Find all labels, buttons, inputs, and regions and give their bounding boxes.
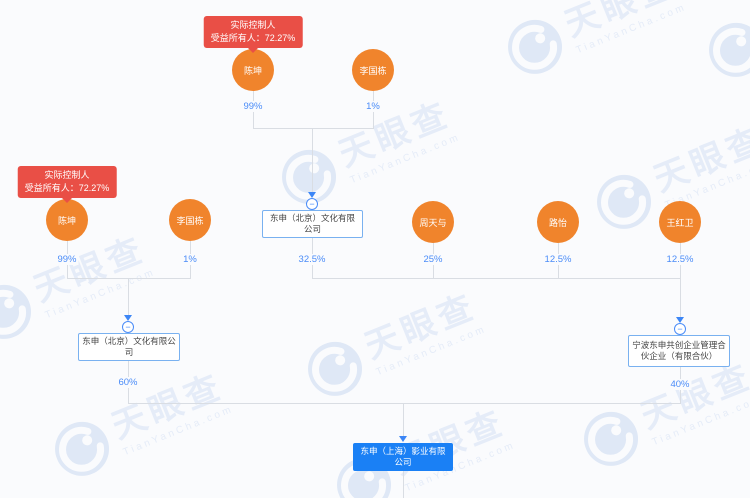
watermark-brand-text: 天眼查 xyxy=(648,119,750,199)
collapse-button[interactable]: − xyxy=(306,198,318,210)
share-label: 99% xyxy=(241,101,265,112)
watermark-brand-text: 天眼查 xyxy=(333,94,457,174)
share-label: 40% xyxy=(668,379,692,390)
connector-line xyxy=(128,403,681,404)
company-node-dongshen-beijing-2[interactable]: 东申（北京）文化有限公司 xyxy=(78,333,180,361)
arrow-down-icon xyxy=(676,317,684,323)
share-label: 99% xyxy=(55,254,79,265)
company-node-dongshen-beijing[interactable]: 东申（北京）文化有限公司 xyxy=(262,210,363,238)
collapse-button[interactable]: − xyxy=(122,321,134,333)
connector-line xyxy=(680,278,681,318)
tianyancha-logo-icon xyxy=(0,284,32,339)
person-node[interactable]: 陈坤 xyxy=(232,49,274,91)
person-name: 李国栋 xyxy=(359,65,387,76)
connector-line xyxy=(312,278,681,279)
watermark-brand-text: 天眼查 xyxy=(635,356,750,436)
collapse-button[interactable]: − xyxy=(674,323,686,335)
person-name: 王红卫 xyxy=(666,217,694,228)
watermark-brand-text: 天眼查 xyxy=(559,0,683,44)
tianyancha-logo-icon xyxy=(584,411,639,466)
person-node[interactable]: 周天与 xyxy=(412,201,454,243)
watermark-domain-text: TianYanCha.com xyxy=(43,266,158,321)
connector-line xyxy=(253,128,374,129)
person-node[interactable]: 王红卫 xyxy=(659,201,701,243)
company-node-dongshen-shanghai-target[interactable]: 东申（上海）影业有限公司 xyxy=(353,443,453,471)
share-label: 12.5% xyxy=(542,254,574,265)
watermark-domain-text: TianYanCha.com xyxy=(574,1,689,56)
tianyancha-logo-icon xyxy=(597,174,652,229)
actual-controller-badge: 实际控制人 受益所有人：72.27% xyxy=(17,166,117,198)
arrow-down-icon xyxy=(399,436,407,442)
person-node[interactable]: 李国栋 xyxy=(352,49,394,91)
badge-line1: 实际控制人 xyxy=(230,20,276,30)
share-label: 12.5% xyxy=(664,254,696,265)
person-name: 陈坤 xyxy=(243,65,262,76)
share-label: 25% xyxy=(421,254,445,265)
tianyancha-logo-icon xyxy=(308,341,363,396)
connector-line xyxy=(403,471,404,498)
badge-line1: 实际控制人 xyxy=(44,170,90,180)
person-name: 李国栋 xyxy=(176,215,204,226)
tianyancha-logo-icon xyxy=(55,421,110,476)
share-label: 32.5% xyxy=(296,254,328,265)
connector-line xyxy=(128,278,129,316)
watermark-domain-text: TianYanCha.com xyxy=(374,323,489,378)
arrow-down-icon xyxy=(124,315,132,321)
person-node[interactable]: 李国栋 xyxy=(169,199,211,241)
person-name: 周天与 xyxy=(419,217,447,228)
person-name: 路怡 xyxy=(548,217,567,228)
connector-line xyxy=(67,278,191,279)
connector-line xyxy=(312,128,313,193)
company-node-ningbo-dongshen[interactable]: 宁波东申共创企业管理合伙企业（有限合伙） xyxy=(628,335,730,367)
tianyancha-logo-icon xyxy=(709,22,750,77)
person-node[interactable]: 路怡 xyxy=(537,201,579,243)
watermark-brand-text: 天眼查 xyxy=(28,229,152,309)
connector-line xyxy=(403,403,404,437)
watermark-brand-text: 天眼查 xyxy=(359,286,483,366)
share-label: 1% xyxy=(181,254,199,265)
watermark-domain-text: TianYanCha.com xyxy=(348,131,463,186)
tianyancha-logo-icon xyxy=(508,19,563,74)
person-name: 陈坤 xyxy=(57,215,76,226)
badge-pointer xyxy=(248,48,258,53)
actual-controller-badge: 实际控制人 受益所有人：72.27% xyxy=(203,16,303,48)
badge-line2: 受益所有人：72.27% xyxy=(210,33,296,43)
badge-line2: 受益所有人：72.27% xyxy=(24,183,110,193)
watermark-domain-text: TianYanCha.com xyxy=(121,403,236,458)
badge-pointer xyxy=(62,198,72,203)
person-node[interactable]: 陈坤 xyxy=(46,199,88,241)
share-label: 1% xyxy=(364,101,382,112)
share-label: 60% xyxy=(116,377,140,388)
